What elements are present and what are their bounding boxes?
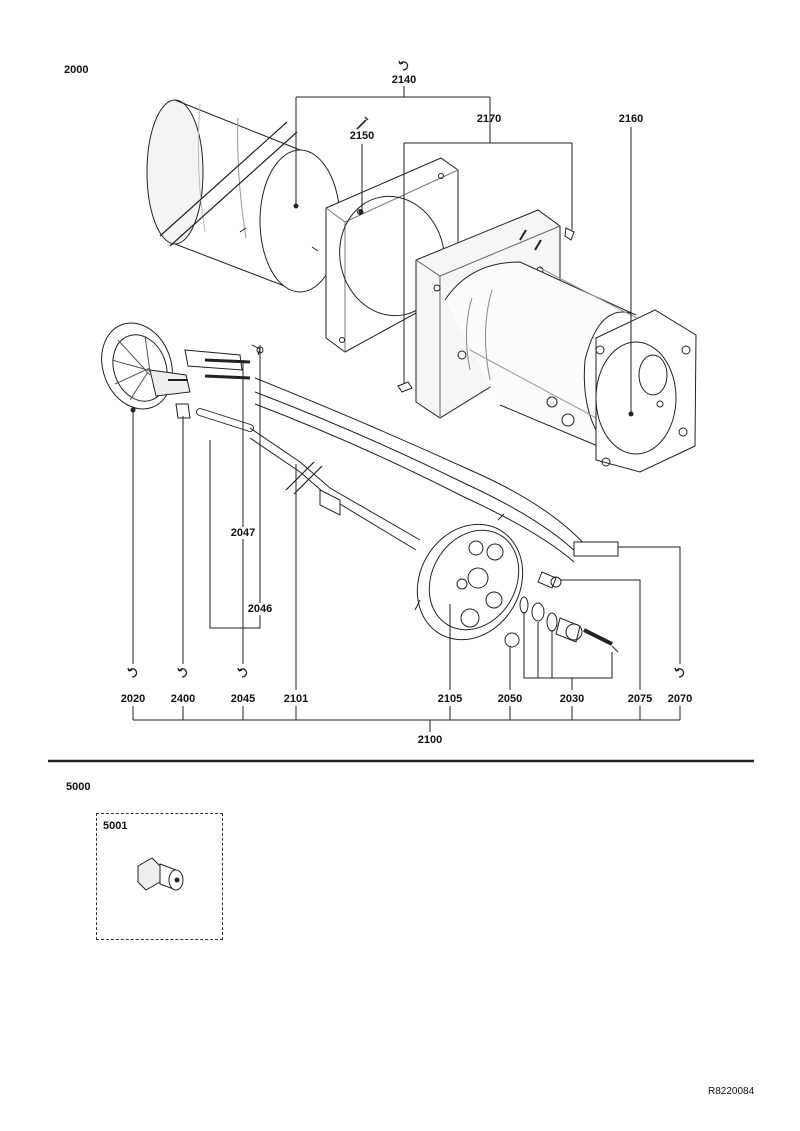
part-label-2045: 2045 — [230, 693, 256, 705]
wrench-icon — [356, 116, 369, 130]
rotating-arrows-icon — [398, 60, 409, 71]
part-label-2100: 2100 — [417, 734, 443, 746]
rotating-arrows-icon — [674, 667, 685, 678]
flame-tube — [146, 99, 341, 293]
ignition-electrodes — [184, 344, 264, 380]
seals-2030 — [519, 596, 619, 653]
part-label-2020: 2020 — [120, 693, 146, 705]
nozzle-2075 — [537, 571, 562, 589]
burner-housing-2160 — [397, 209, 697, 473]
leader-lines — [132, 86, 681, 732]
kit-symbols — [127, 60, 685, 678]
drawing-reference: R8220084 — [708, 1086, 755, 1097]
fitting-2050 — [504, 632, 520, 648]
part-label-2140: 2140 — [391, 74, 417, 86]
kit-5001-nozzle — [137, 857, 184, 891]
part-label-2105: 2105 — [437, 693, 463, 705]
part-label-2046: 2046 — [247, 603, 273, 615]
part-label-2075: 2075 — [627, 693, 653, 705]
rotating-arrows-icon — [127, 667, 138, 678]
kit-5001-box: 5001 — [96, 813, 223, 940]
part-label-2160: 2160 — [618, 113, 644, 125]
part-label-2101: 2101 — [283, 693, 309, 705]
rotating-arrows-icon — [237, 667, 248, 678]
rotating-arrows-icon — [177, 667, 188, 678]
ignition-cables — [254, 377, 619, 563]
nozzle-holder-tube — [175, 403, 421, 551]
part-label-2070: 2070 — [667, 693, 693, 705]
part-label-2400: 2400 — [170, 693, 196, 705]
impeller-2020 — [101, 322, 191, 413]
part-label-2030: 2030 — [559, 693, 585, 705]
part-label-2047: 2047 — [230, 527, 256, 539]
cover-plate-2105 — [414, 513, 524, 641]
part-label-2150: 2150 — [349, 130, 375, 142]
kit-5001-label: 5001 — [103, 820, 128, 832]
section-5000-label: 5000 — [66, 781, 91, 793]
part-label-2170: 2170 — [476, 113, 502, 125]
section-2000-label: 2000 — [64, 64, 89, 76]
part-label-2050: 2050 — [497, 693, 523, 705]
